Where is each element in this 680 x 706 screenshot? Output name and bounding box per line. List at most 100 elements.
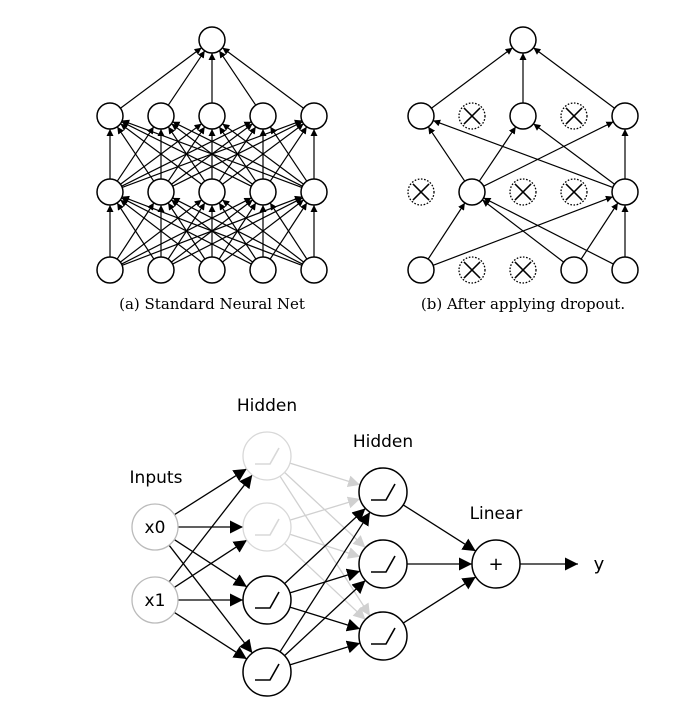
input-neuron [611,256,639,284]
hidden-neuron [358,467,408,517]
connection-arrow [121,121,252,187]
connection-arrow [427,202,466,260]
connection-arrow [222,123,304,185]
input-neuron [96,256,124,284]
dropped-unit-cross-icon [463,261,481,279]
connection-arrow [284,579,366,657]
hidden-neuron [611,102,639,130]
hidden-neuron [611,178,639,206]
hidden-neuron [407,102,435,130]
input-node-x1 [131,576,179,624]
connection-arrow [116,202,155,260]
dropped-connection-arrow [289,462,361,488]
connection-arrow [284,507,366,585]
hidden-neuron [242,575,292,625]
hidden-neuron [96,102,124,130]
input-neuron [407,256,435,284]
connection-arrow [483,197,614,265]
connection-arrow [167,50,206,106]
connection-arrow [427,126,466,182]
relu-activation-icon [255,518,280,536]
connection-arrow [269,126,308,182]
dropout-neural-net [407,26,639,284]
connection-arrow [533,47,615,109]
dropped-unit-cross-icon [412,183,430,201]
hidden-neuron [300,102,328,130]
connection-arrow [222,47,304,109]
label-inputs: Inputs [130,468,183,488]
dropped-unit-cross-icon [463,107,481,125]
input-neuron [300,256,328,284]
connection-arrow [402,504,477,552]
input-neuron [147,256,175,284]
dropped-unit-cross-icon [565,107,583,125]
relu-activation-icon [255,447,280,465]
input-neuron [249,256,277,284]
relu-activation-icon [255,591,280,609]
connection-arrow [431,47,513,109]
dropped-unit-cross-icon [565,183,583,201]
connection-arrow [269,202,308,260]
hidden-neuron [300,178,328,206]
output-y-label: y [594,554,605,575]
hidden-neuron [509,102,537,130]
hidden-neuron [147,178,175,206]
dropped-connection-arrow [289,496,361,521]
connection-arrow [221,199,305,263]
hidden-neuron [358,539,408,589]
connection-arrow [119,199,203,263]
connection-arrow [120,47,202,109]
connection-arrow [478,126,517,182]
connection-arrow [173,539,248,588]
hidden-neuron [458,178,486,206]
connection-arrow [116,126,155,182]
hidden-neuron [198,178,226,206]
connection-arrow [121,197,252,265]
label-hidden-layer-1: Hidden [237,396,297,416]
caption-dropout-net: (b) After applying dropout. [421,295,625,313]
connection-arrow [289,640,361,666]
connection-arrow [172,121,303,187]
output-neuron [198,26,226,54]
relu-activation-icon [371,483,396,501]
input-node-x1-label: x1 [145,591,166,611]
connection-arrow [173,611,248,660]
connection-arrow [174,468,248,516]
label-linear: Linear [470,504,523,524]
sum-symbol: + [488,554,503,575]
connection-arrow [402,576,477,624]
linear-sum-node [471,539,521,589]
input-node-x0-label: x0 [145,518,166,538]
connection-arrow [580,202,619,260]
output-neuron [509,26,537,54]
hidden-neuron [147,102,175,130]
hidden-neuron [198,102,226,130]
dropped-hidden-neuron [242,502,292,552]
connection-arrow [120,123,202,185]
connection-arrow [432,119,614,189]
hidden-neuron [358,611,408,661]
hidden-neuron [96,178,124,206]
hidden-neuron [249,178,277,206]
hidden-neuron [249,102,277,130]
connection-arrow [483,121,614,187]
connection-arrow [533,123,615,185]
connection-arrow [172,197,303,265]
connection-arrow [121,195,303,266]
connection-arrow [279,511,371,653]
dropped-unit-cross-icon [514,261,532,279]
relu-activation-icon [255,663,280,681]
relu-activation-icon [371,627,396,645]
input-neuron [560,256,588,284]
dropped-unit-cross-icon [514,183,532,201]
input-node-x0 [131,503,179,551]
hidden-neuron [242,647,292,697]
dropped-hidden-neuron [242,431,292,481]
relu-activation-icon [371,555,396,573]
connection-arrow [218,50,257,106]
connection-arrow [121,119,303,189]
connection-arrow [481,199,565,263]
dropout-layer-diagram: x0 x1 + [131,431,578,697]
connection-arrow [168,474,253,583]
caption-standard-net: (a) Standard Neural Net [119,295,305,313]
